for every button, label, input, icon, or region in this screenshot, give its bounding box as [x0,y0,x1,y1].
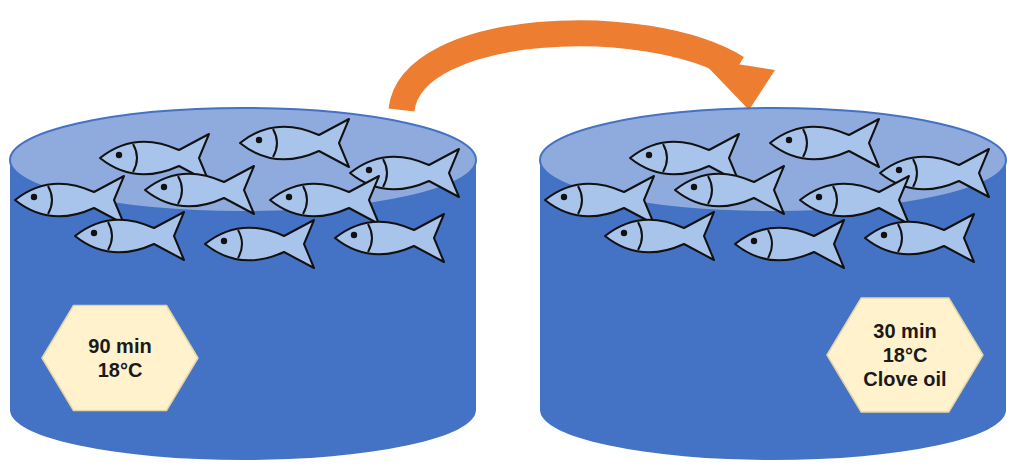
fish [545,176,654,224]
tank-illustration [540,108,1006,462]
label-hexagon [827,298,983,412]
arrow-shaft [401,33,737,110]
fish [735,220,844,268]
hexagon-label: 90 min 18°C [72,334,168,382]
fish [335,214,444,262]
fish [770,119,879,167]
tank-body [540,160,1006,460]
fish-tank: 30 min 18°C Clove oil [540,108,1006,462]
fish [205,220,314,268]
fish [15,176,124,224]
fish [605,212,714,260]
fish [145,166,254,214]
tank-body [10,160,476,460]
hexagon-label: 30 min 18°C Clove oil [857,319,953,391]
fish [270,176,379,224]
label-hexagon [42,306,198,411]
curved-arrow [401,33,775,110]
fish [800,176,909,224]
tank-illustration [10,108,476,462]
fish-tank: 90 min 18°C [10,108,476,462]
fish [865,214,974,262]
fish [240,119,349,167]
fish [675,166,784,214]
fish [75,212,184,260]
arrow-head [699,58,775,110]
